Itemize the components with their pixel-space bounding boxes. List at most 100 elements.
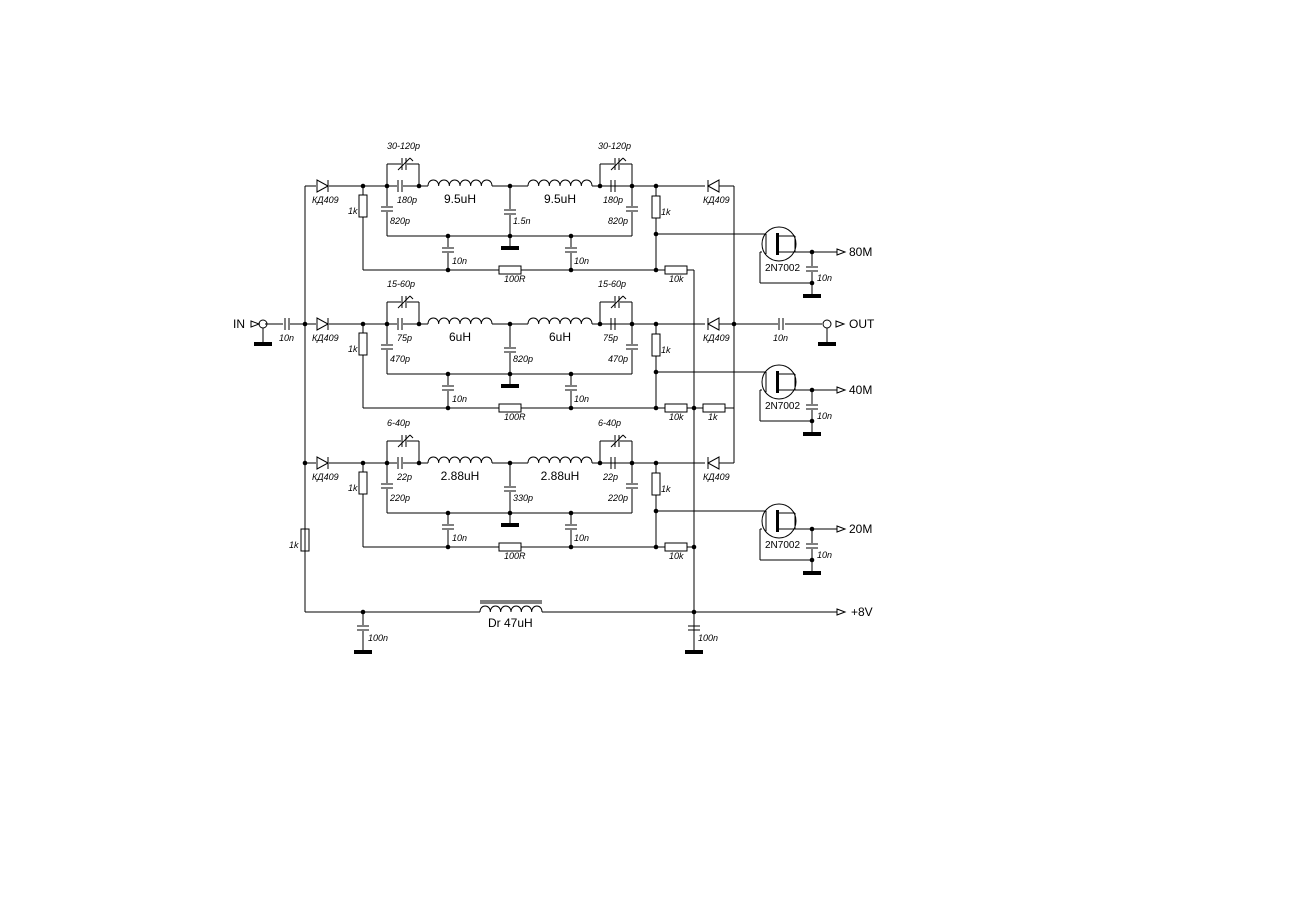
- inductor-2-label: 2.88uH: [541, 469, 580, 483]
- mosfet-channel: [776, 510, 779, 532]
- input-diode-label: КД409: [312, 195, 339, 205]
- supply-bias-label: 1k: [289, 540, 299, 550]
- ground-symbol: [254, 342, 272, 346]
- trimmer-label: 30-120p: [387, 141, 420, 151]
- junction-dot: [507, 371, 513, 377]
- series-resistor-label: 100R: [504, 274, 526, 284]
- ground-symbol: [501, 384, 519, 388]
- side-resistor-label: 1k: [661, 484, 671, 494]
- gate-resistor-label: 10k: [669, 274, 684, 284]
- parallel-cap-right-label: 180p: [603, 195, 623, 205]
- mosfet-channel: [776, 371, 779, 393]
- inductor-2-label: 6uH: [549, 330, 571, 344]
- junction-dot: [445, 405, 451, 411]
- mosfet-2n7002: 2N7002: [761, 364, 812, 412]
- fet-cap-label: 10n: [817, 550, 832, 560]
- bottom-cap-right-label: 470p: [608, 354, 628, 364]
- bias-resistor-label: 1k: [348, 206, 358, 216]
- mosfet-body: [761, 503, 797, 539]
- transistor-label: 2N7002: [765, 401, 800, 412]
- input-port: IN: [233, 317, 272, 346]
- output-diode-label: КД409: [703, 195, 730, 205]
- inductor-2-label: 9.5uH: [544, 192, 576, 206]
- decoupling-cap-label: 10n: [452, 256, 467, 266]
- junction-dot: [691, 544, 697, 550]
- trimmer-right-label: 15-60p: [598, 279, 626, 289]
- input-label: IN: [233, 317, 245, 331]
- bias-resistor-label: 1k: [348, 483, 358, 493]
- series-resistor-label: 100R: [504, 412, 526, 422]
- series-resistor-label: 100R: [504, 551, 526, 561]
- trimmer-right-label: 30-120p: [598, 141, 631, 151]
- supply-cap-left-label: 100n: [368, 633, 388, 643]
- decoupling-cap-label: 10n: [452, 394, 467, 404]
- ground-symbol: [803, 432, 821, 436]
- input-capacitor-label: 10n: [279, 333, 294, 343]
- junction-dot: [507, 233, 513, 239]
- interband-resistor-label: 1k: [708, 412, 718, 422]
- decoupling-cap-label: 10n: [452, 533, 467, 543]
- ground-symbol: [501, 523, 519, 527]
- transistor-label: 2N7002: [765, 540, 800, 551]
- junction-dot: [445, 544, 451, 550]
- inductor-1-label: 2.88uH: [441, 469, 480, 483]
- input-diode-label: КД409: [312, 472, 339, 482]
- parallel-cap-label: 22p: [396, 472, 412, 482]
- fet-cap-label: 10n: [817, 273, 832, 283]
- interband-resistor: 1k: [694, 403, 734, 422]
- decoupling-cap-right-label: 10n: [574, 256, 589, 266]
- side-resistor-label: 1k: [661, 207, 671, 217]
- trimmer-right-label: 6-40p: [598, 418, 621, 428]
- bias-resistor-label: 1k: [348, 344, 358, 354]
- parallel-cap-right-label: 22p: [602, 472, 618, 482]
- decoupling-cap-right-label: 10n: [574, 394, 589, 404]
- parallel-cap-label: 75p: [397, 333, 412, 343]
- parallel-cap-label: 180p: [397, 195, 417, 205]
- mosfet-body: [761, 226, 797, 262]
- gate-resistor-label: 10k: [669, 551, 684, 561]
- mosfet-channel: [776, 233, 779, 255]
- trimmer-label: 6-40p: [387, 418, 410, 428]
- input-bus: [265, 186, 308, 612]
- output-connector: [822, 319, 832, 329]
- bottom-cap-right-label: 820p: [608, 216, 628, 226]
- band-output-label: 20M: [849, 522, 872, 536]
- band-20m: КД409 1k 6-40p 22p 220p 2.88uH 2.88uH 330p 6-40p…: [305, 418, 872, 575]
- ground-symbol: [501, 246, 519, 250]
- ground-symbol: [685, 650, 703, 654]
- bottom-cap-label: 820p: [390, 216, 410, 226]
- bottom-cap-label: 470p: [390, 354, 410, 364]
- output-diode-label: КД409: [703, 333, 730, 343]
- decoupling-cap-right-label: 10n: [574, 533, 589, 543]
- band-output-label: 40M: [849, 383, 872, 397]
- center-cap-label: 330p: [513, 493, 533, 503]
- ground-symbol: [354, 650, 372, 654]
- gate-resistor-label: 10k: [669, 412, 684, 422]
- ground-symbol: [818, 342, 836, 346]
- output-capacitor: 10n: [773, 318, 788, 343]
- junction-dot: [445, 267, 451, 273]
- input-diode-label: КД409: [312, 333, 339, 343]
- output-capacitor-label: 10n: [773, 333, 788, 343]
- output-diode-label: КД409: [703, 472, 730, 482]
- ground-symbol: [803, 294, 821, 298]
- mosfet-2n7002: 2N7002: [761, 226, 812, 274]
- inductor-1-label: 9.5uH: [444, 192, 476, 206]
- ground-symbol: [803, 571, 821, 575]
- center-cap-label: 820p: [513, 354, 533, 364]
- supply-label: +8V: [851, 605, 873, 619]
- mosfet-2n7002: 2N7002: [761, 503, 812, 551]
- choke-label: Dr 47uH: [488, 616, 533, 630]
- fet-cap-label: 10n: [817, 411, 832, 421]
- inductor-1-label: 6uH: [449, 330, 471, 344]
- trimmer-label: 15-60p: [387, 279, 415, 289]
- bottom-cap-right-label: 220p: [607, 493, 628, 503]
- center-cap-label: 1.5n: [513, 216, 531, 226]
- band-output-label: 80M: [849, 245, 872, 259]
- input-capacitor: 10n: [279, 318, 294, 343]
- output-port: OUT: [818, 317, 875, 346]
- side-resistor-label: 1k: [661, 345, 671, 355]
